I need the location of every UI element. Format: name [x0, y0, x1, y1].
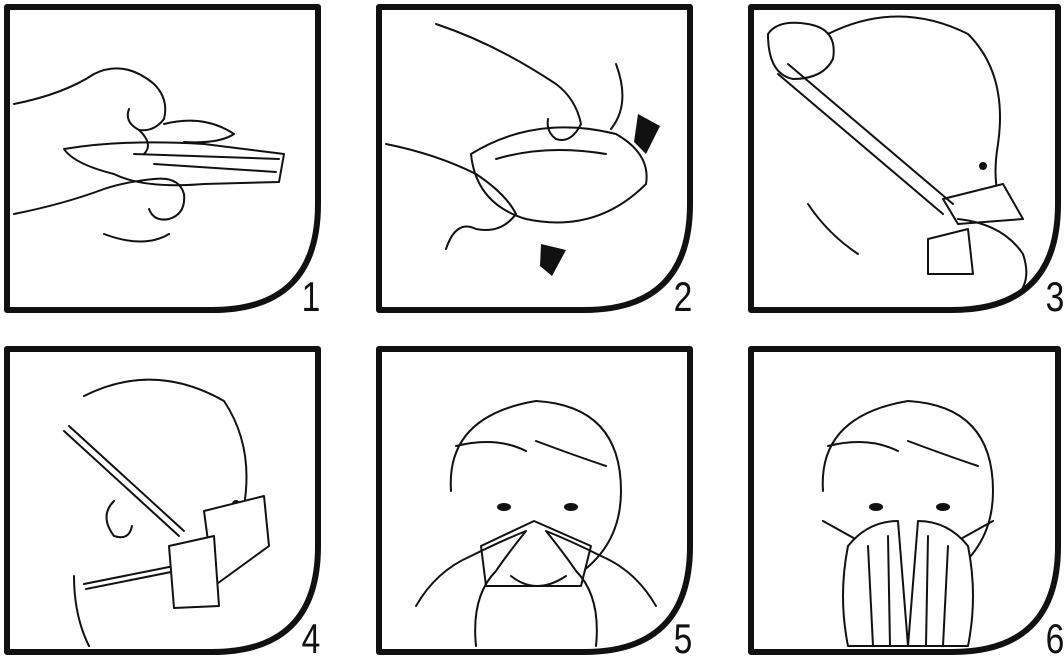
step-number: 1	[301, 276, 320, 318]
eye-icon	[936, 503, 950, 511]
step-panel-5: 5	[376, 346, 696, 656]
step-panel-6: 6	[748, 346, 1064, 656]
illustration-place-straps	[748, 4, 1064, 314]
step-number: 5	[673, 618, 692, 660]
eye-icon	[979, 162, 987, 170]
eye-icon	[869, 503, 883, 511]
illustration-shape-nose-clip	[376, 346, 696, 656]
eye-icon	[497, 503, 511, 511]
step-panel-4: 4	[4, 346, 324, 656]
arrow-down-icon	[540, 244, 566, 276]
step-panel-1: 1	[4, 4, 324, 314]
step-number: 4	[301, 618, 320, 660]
step-panel-2: 2	[376, 4, 696, 314]
step-number: 3	[1045, 276, 1064, 318]
arrow-up-icon	[634, 114, 660, 154]
illustration-mask-on-side	[4, 346, 324, 656]
step-panel-3: 3	[748, 4, 1064, 314]
eye-icon	[564, 503, 578, 511]
illustration-unfold-mask	[4, 4, 324, 314]
step-number: 6	[1045, 618, 1064, 660]
illustration-open-mask	[376, 4, 696, 314]
step-number: 2	[673, 276, 692, 318]
illustration-seal-check	[748, 346, 1064, 656]
